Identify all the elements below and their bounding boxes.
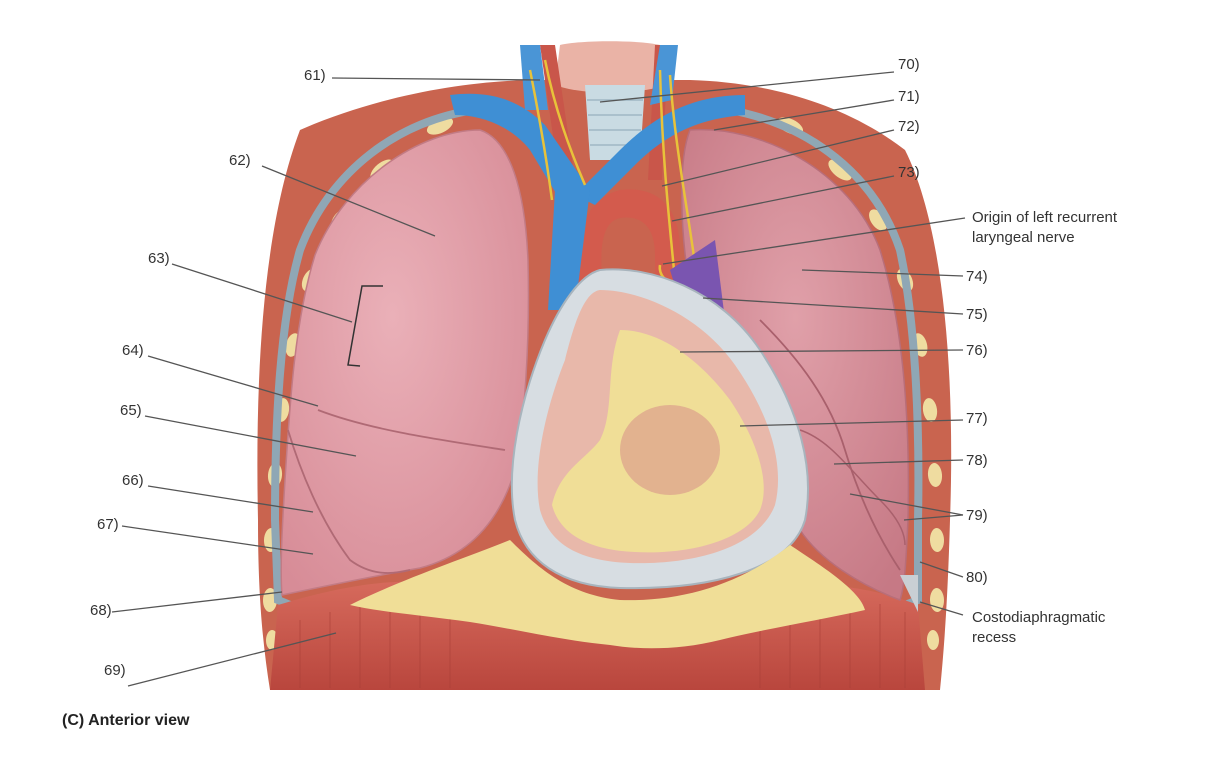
oblique-fissure-right [287, 429, 411, 574]
label-67: 67) [97, 516, 119, 533]
label-66: 66) [122, 472, 144, 489]
label-71: 71) [898, 88, 920, 105]
mediastinal-fat [350, 540, 865, 649]
label-69: 69) [104, 662, 126, 679]
label-72: 72) [898, 118, 920, 135]
superior-vena-cava [548, 190, 590, 310]
left-brachiocephalic-vein [575, 95, 745, 205]
origin-line-1: Origin of left recurrent [972, 209, 1118, 226]
parietal-pleura-left [270, 106, 476, 609]
label-79: 79) [966, 507, 988, 524]
horizontal-fissure [317, 409, 506, 451]
heart-surface [620, 405, 720, 495]
recess-line-2: recess [972, 629, 1017, 646]
label-65: 65) [120, 402, 142, 419]
phrenic-nerve-right [528, 69, 554, 201]
label-75: 75) [966, 306, 988, 323]
origin-line-2: laryngeal nerve [972, 229, 1075, 246]
costodiaphragmatic-recess [900, 575, 918, 612]
lobe-bracket [347, 285, 383, 367]
label-80: 80) [966, 569, 988, 586]
leader-lines [111, 71, 966, 687]
vagus-nerve-right [543, 59, 587, 186]
label-76: 76) [966, 342, 988, 359]
parietal-pleura-right [729, 106, 923, 609]
label-68: 68) [90, 602, 112, 619]
label-63: 63) [148, 250, 170, 267]
cardiac-notch [799, 429, 906, 546]
label-61: 61) [304, 67, 326, 84]
label-78: 78) [966, 452, 988, 469]
right-lung [280, 129, 530, 596]
label-origin-recurrent-laryngeal: Origin of left recurrent laryngeal nerve [972, 208, 1117, 248]
recess-line-1: Costodiaphragmatic [972, 609, 1106, 626]
brachiocephalic-veins [450, 93, 590, 200]
label-77: 77) [966, 410, 988, 427]
label-costodiaphragmatic-recess: Costodiaphragmatic recess [972, 608, 1105, 648]
internal-jugular-right [520, 45, 548, 110]
label-62: 62) [229, 152, 251, 169]
label-74: 74) [966, 268, 988, 285]
figure-caption: (C) Anterior view [62, 712, 190, 729]
diaphragm-striations [299, 598, 906, 688]
aortic-arch [576, 189, 680, 300]
thyroid-gland [555, 41, 665, 93]
label-73: 73) [898, 164, 920, 181]
label-70: 70) [898, 56, 920, 73]
oblique-fissure-left [759, 319, 901, 571]
label-64: 64) [122, 342, 144, 359]
